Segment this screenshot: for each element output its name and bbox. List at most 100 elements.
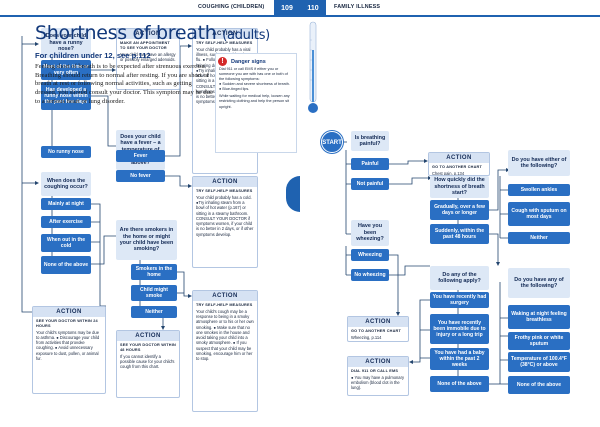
answer-not-painful: Not painful	[351, 178, 389, 190]
action-cold-fever-heading: ACTION	[193, 29, 257, 39]
answer-neither-left-text: Neither	[145, 309, 163, 315]
answer-painful-text: Painful	[361, 161, 379, 167]
answer-waking-breathless: Waking at night feeling breathless	[508, 305, 570, 329]
answer-no-fever-text: No fever	[130, 173, 151, 179]
question-any-apply: Do any of the following apply?	[430, 266, 489, 290]
section-title-left: COUGHING (CHILDREN)	[198, 4, 265, 10]
answer-not-painful-text: Not painful	[356, 181, 384, 187]
answer-child-might-smoke: Child might smoke	[131, 285, 177, 301]
answer-wheezing: Wheezing	[351, 249, 389, 261]
question-wheezing-text: Have you been wheezing?	[356, 223, 384, 243]
action-wheezing-body: Wheezing, p.114	[351, 334, 382, 340]
action-chest-pain-heading: ACTION	[429, 153, 489, 163]
answer-gradually: Gradually, over a few days or longer	[430, 200, 489, 220]
answer-recently-immobile: You have recently been immobile due to i…	[430, 314, 489, 344]
answer-recently-immobile-text: You have recently been immobile due to i…	[433, 320, 486, 338]
answer-wheezing-text: Wheezing	[358, 252, 382, 258]
page-title-main: Shortness of breath	[35, 22, 217, 44]
question-wheezing: Have you been wheezing?	[351, 220, 389, 246]
question-when-coughing: When does the coughing occur?	[41, 172, 91, 196]
section-thumb-tab	[286, 176, 300, 212]
action-wheezing-heading: ACTION	[348, 317, 408, 327]
answer-had-baby: You have had a baby within the past 2 we…	[430, 348, 489, 370]
action-doctor-48-hours-lead: SEE YOUR DOCTOR WITHIN 48 HOURS	[120, 343, 176, 352]
answer-out-in-cold-text: When out in the cold	[46, 237, 86, 249]
start-marker: START	[321, 131, 343, 153]
answer-none-of-above-right-text: None of the above	[437, 381, 482, 387]
question-how-quickly-text: How quickly did the shortness of breath …	[434, 177, 485, 197]
action-chest-pain-body: Chest pain, p.134	[432, 170, 465, 176]
action-ems-body: ● You may have a pulmonary embolism (blo…	[351, 374, 404, 391]
action-smoke-self-help-body: Your child's cough may be a response to …	[196, 308, 254, 361]
intro-paragraph: Feeling short of breath is to be expecte…	[35, 63, 213, 105]
action-ems-lead: DIAL 911 OR CALL EMS	[351, 369, 399, 373]
answer-child-might-smoke-text: Child might smoke	[139, 287, 168, 299]
answer-cough-sputum-text: Cough with sputum on most days	[511, 208, 567, 220]
answer-no-runny-nose: No runny nose	[41, 146, 91, 158]
page-number-left: 109	[274, 0, 300, 17]
action-ems: ACTION DIAL 911 OR CALL EMS● You may hav…	[347, 356, 409, 396]
answer-temperature: Temperature of 100.4°F (38°C) or above	[508, 352, 570, 372]
action-cold-fever-lead: TRY SELF-HELP MEASURES	[196, 41, 253, 45]
question-breathing-painful: Is breathing painful?	[351, 131, 389, 151]
answer-runny-few-days-text: Has developed a runny nose within the pa…	[44, 87, 88, 105]
action-ems-heading: ACTION	[348, 357, 408, 367]
thermometer-icon	[308, 21, 318, 113]
answer-recent-surgery: You have recently had surgery	[430, 292, 489, 308]
question-runny-nose: Does your child have a runny nose?	[41, 28, 91, 58]
answer-mainly-at-night-text: Mainly at night	[48, 201, 84, 207]
action-asthma-body: Your child's symptoms may be due to asth…	[36, 329, 100, 361]
action-allergy: ACTION MAKE AN APPOINTMENT TO SEE YOUR D…	[116, 28, 180, 90]
question-when-coughing-text: When does the coughing occur?	[44, 177, 88, 190]
running-head-left	[0, 0, 300, 17]
answer-fever: Fever	[116, 150, 165, 162]
danger-signs-box: ! Danger signs Dial 911 or call EMS if e…	[215, 53, 297, 153]
danger-signs-title: Danger signs	[231, 59, 266, 65]
answer-suddenly-text: Suddenly, within the past 48 hours	[434, 228, 485, 240]
answer-none-of-above-2-text: None of the above	[516, 382, 562, 388]
action-cold-heading: ACTION	[193, 177, 257, 187]
answer-smokers-in-home: Smokers in the home	[131, 264, 177, 280]
action-asthma-lead: SEE YOUR DOCTOR WITHIN 24 HOURS	[36, 319, 98, 328]
running-head-right	[300, 0, 600, 17]
answer-frothy-sputum: Frothy pink or white sputum	[508, 332, 570, 350]
question-either-following: Do you have either of the following?	[508, 150, 570, 176]
action-doctor-48-hours-body: If you cannot identify a possible cause …	[120, 353, 175, 370]
answer-had-baby-text: You have had a baby within the past 2 we…	[434, 350, 485, 368]
answer-out-in-cold: When out in the cold	[41, 234, 91, 252]
answer-smokers-in-home-text: Smokers in the home	[135, 266, 173, 278]
page-title-suffix: (adults)	[222, 28, 270, 43]
question-breathing-painful-text: Is breathing painful?	[354, 134, 386, 147]
answer-frothy-sputum-text: Frothy pink or white sputum	[514, 335, 564, 347]
action-wheezing-lead: GO TO ANOTHER CHART	[351, 329, 401, 333]
answer-no-fever: No fever	[116, 170, 165, 182]
question-any-apply-text: Do any of the following apply?	[438, 271, 481, 284]
answer-swollen-ankles: Swollen ankles	[508, 184, 570, 196]
answer-no-wheezing-text: No wheezing	[354, 272, 386, 278]
answer-no-wheezing: No wheezing	[351, 269, 389, 281]
section-title-right: FAMILY ILLNESS	[334, 4, 381, 10]
answer-painful: Painful	[351, 158, 389, 170]
answer-swollen-ankles-text: Swollen ankles	[520, 187, 558, 193]
action-smoke-self-help-heading: ACTION	[193, 291, 257, 301]
action-allergy-heading: ACTION	[117, 29, 179, 39]
danger-line-blue-lips: ● Blue-tinged lips.	[219, 87, 250, 92]
answer-none-of-above-right: None of the above	[430, 376, 489, 392]
question-how-quickly: How quickly did the shortness of breath …	[430, 176, 489, 198]
answer-neither-right: Neither	[508, 232, 570, 244]
answer-none-of-above-2: None of the above	[508, 376, 570, 394]
answer-fever-text: Fever	[133, 153, 148, 159]
answer-neither-right-text: Neither	[530, 235, 548, 241]
question-smokers: Are there smokers in the home or might y…	[116, 220, 177, 260]
action-asthma-heading: ACTION	[33, 307, 105, 317]
answer-neither-left: Neither	[131, 306, 177, 318]
answer-after-exercise: After exercise	[41, 216, 91, 228]
danger-line-sudden: ● Sudden and severe shortness of breath.	[219, 82, 290, 87]
action-allergy-body: Your child may have an allergy or possib…	[120, 51, 176, 62]
question-either-following-text: Do you have either of the following?	[511, 156, 567, 169]
